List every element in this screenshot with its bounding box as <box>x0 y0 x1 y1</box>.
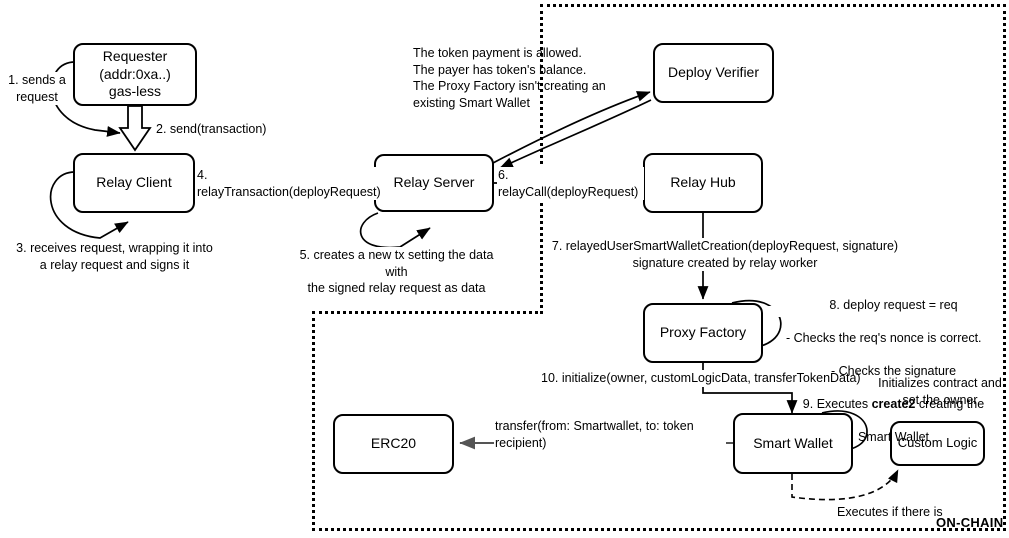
node-proxy-factory[interactable]: Proxy Factory <box>643 303 763 363</box>
note-factory-line-1: 8. deploy request = req <box>829 297 958 312</box>
edge-label-transfer: transfer(from: Smartwallet, to: token re… <box>494 418 726 451</box>
node-erc20[interactable]: ERC20 <box>333 414 454 474</box>
edge-label-step5: 5. creates a new tx setting the data wit… <box>288 247 505 297</box>
edge-relayclient-selfloop <box>49 171 129 239</box>
edge-verifier-to-server <box>499 99 652 169</box>
node-relay-server-label: Relay Server <box>393 174 475 191</box>
node-proxy-factory-label: Proxy Factory <box>659 324 747 341</box>
note-factory-line-4-pre: 9. Executes <box>802 396 872 411</box>
node-smart-wallet-label: Smart Wallet <box>753 434 833 451</box>
edge-label-step1: 1. sends a request <box>2 72 72 105</box>
node-requester-label: Requester (addr:0xa..) gas-less <box>99 48 171 100</box>
edge-label-step7: 7. relayedUserSmartWalletCreation(deploy… <box>548 238 902 271</box>
node-requester[interactable]: Requester (addr:0xa..) gas-less <box>73 43 197 106</box>
edge-label-step2: 2. send(transaction) <box>155 121 327 138</box>
node-relay-hub-label: Relay Hub <box>670 174 736 191</box>
node-relay-client-label: Relay Client <box>96 174 172 191</box>
edge-label-step10: 10. initialize(owner, customLogicData, t… <box>540 370 872 387</box>
edge-label-step3: 3. receives request, wrapping it into a … <box>1 240 228 273</box>
edge-label-step4: 4. relayTransaction(deployRequest) <box>196 167 381 200</box>
node-relay-server[interactable]: Relay Server <box>374 154 494 212</box>
node-relay-client[interactable]: Relay Client <box>73 153 195 213</box>
note-factory-line-5: Smart Wallet <box>857 429 930 444</box>
node-erc20-label: ERC20 <box>370 435 417 452</box>
edge-label-step6: 6. relayCall(deployRequest) <box>497 167 644 200</box>
edge-server-to-verifier <box>492 91 651 164</box>
note-custom-logic-init: Initializes contract and set the owner <box>878 376 1002 407</box>
note-factory-line-4-post: creating the <box>915 396 985 411</box>
note-factory-line-3: - Checks the signature <box>830 363 957 378</box>
note-factory-line-4: 9. Executes create2 creating the <box>786 396 1001 413</box>
edge-send-transaction-blockarrow <box>118 105 152 152</box>
node-deploy-verifier-label: Deploy Verifier <box>667 64 760 81</box>
note-factory-line-2: - Checks the req's nonce is correct. <box>786 330 982 345</box>
node-relay-hub[interactable]: Relay Hub <box>643 153 763 213</box>
onchain-label: ON-CHAIN <box>936 515 1004 530</box>
note-factory-create2-keyword: create2 <box>871 396 916 411</box>
note-proxy-factory-checks: 8. deploy request = req - Checks the req… <box>786 280 1001 462</box>
node-custom-logic[interactable]: Custom Logic <box>890 421 985 466</box>
node-deploy-verifier[interactable]: Deploy Verifier <box>653 43 774 103</box>
edge-label-executes-if-there-is: Executes if there is <box>836 504 968 521</box>
edge-executes-custom-logic <box>791 469 899 501</box>
edge-relayserver-selfloop <box>359 212 431 249</box>
node-custom-logic-label: Custom Logic <box>897 435 978 451</box>
note-verifier-conditions: The token payment is allowed. The payer … <box>413 46 606 110</box>
node-smart-wallet[interactable]: Smart Wallet <box>733 413 853 474</box>
